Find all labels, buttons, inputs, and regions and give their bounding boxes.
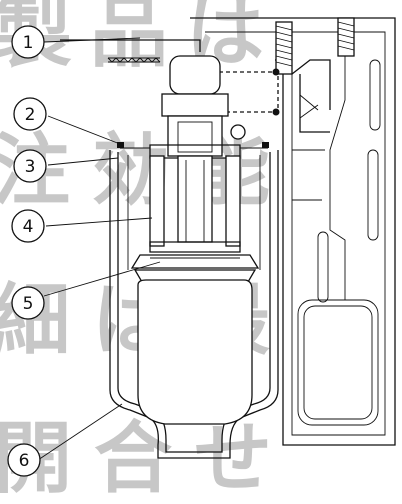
valve-stem: [149, 155, 241, 253]
diagram-svg: 1 2 3 4 5 6: [7, 17, 396, 477]
outer-vessel: [109, 150, 279, 459]
threaded-fitting-left: [60, 39, 201, 63]
leader-lines: [37, 37, 161, 461]
callout-label-2: 2: [25, 105, 36, 125]
callout-label-3: 3: [25, 157, 36, 177]
callout-label-4: 4: [23, 217, 34, 237]
callout-label-6: 6: [19, 451, 30, 471]
callout-2: 2: [13, 97, 47, 131]
inner-chamber: [137, 279, 253, 425]
valve-head: [120, 55, 268, 159]
callout-4: 4: [11, 209, 45, 243]
callout-3: 3: [13, 149, 47, 183]
callout-5: 5: [11, 286, 45, 320]
diaphragm: [130, 254, 260, 283]
callout-label-1: 1: [23, 33, 34, 53]
callout-1: 1: [11, 25, 45, 59]
threaded-fitting-right: [272, 17, 355, 133]
seal-rings: [117, 142, 269, 148]
diagram-canvas: 製品は 注効能 細は最 開合せ: [0, 0, 396, 498]
callout-6: 6: [7, 443, 41, 477]
callout-label-5: 5: [23, 294, 34, 314]
